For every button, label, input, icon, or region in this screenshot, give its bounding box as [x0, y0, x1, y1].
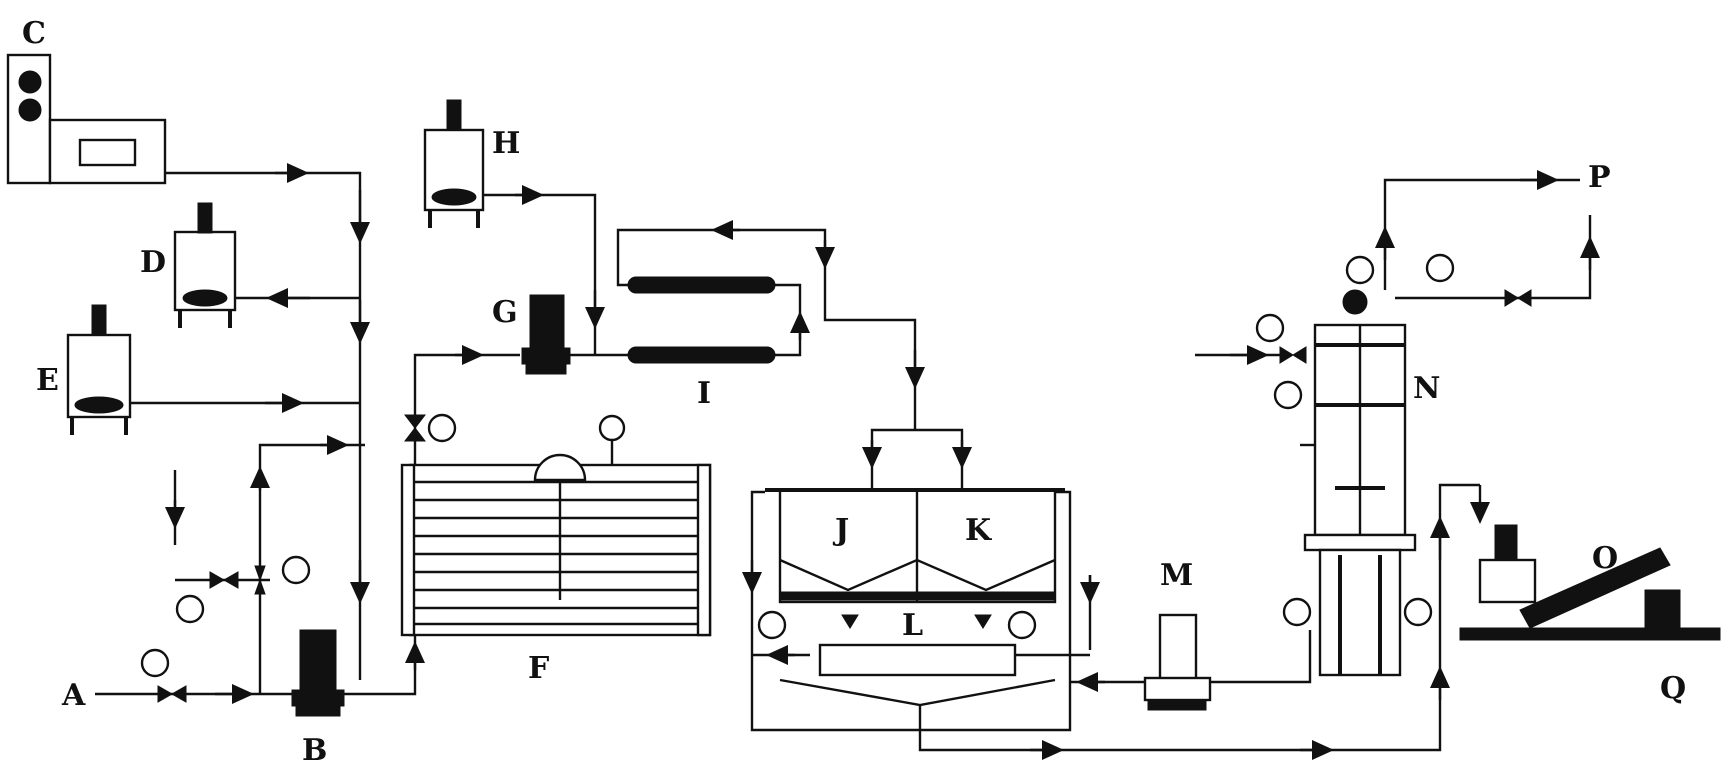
label-o: O [1592, 541, 1618, 576]
mixing-tank-h [423, 99, 485, 228]
mixing-tank-e [66, 304, 132, 435]
label-k: K [965, 513, 992, 548]
label-l: L [902, 608, 923, 643]
label-a: A [61, 678, 86, 713]
mixing-tank-d [173, 202, 237, 328]
membrane-module-f [400, 414, 712, 637]
label-e: E [36, 363, 59, 398]
reactor-column-n [1273, 289, 1417, 677]
valves [157, 289, 1532, 703]
tube-heater-i [627, 276, 776, 364]
label-p: P [1588, 160, 1611, 195]
label-i: I [697, 376, 711, 411]
label-b: B [302, 733, 327, 768]
label-m: M [1160, 558, 1193, 593]
label-n: N [1413, 371, 1440, 406]
label-c: C [22, 16, 46, 51]
piping [95, 163, 1600, 760]
label-h: H [492, 126, 520, 161]
label-g: G [492, 295, 518, 330]
control-cabinet-c [6, 53, 167, 185]
label-j: J [832, 513, 849, 548]
label-d: D [140, 245, 166, 280]
conveyor-q [1519, 547, 1681, 631]
hopper-o [1459, 524, 1721, 641]
pump-g [521, 294, 571, 375]
label-q: Q [1660, 671, 1686, 706]
label-f: F [528, 651, 549, 686]
pump-b [291, 629, 345, 717]
settling-tank-jk [765, 488, 1065, 604]
pump-m [1143, 613, 1212, 711]
collector-l [779, 614, 1056, 707]
instruments [140, 253, 1455, 678]
